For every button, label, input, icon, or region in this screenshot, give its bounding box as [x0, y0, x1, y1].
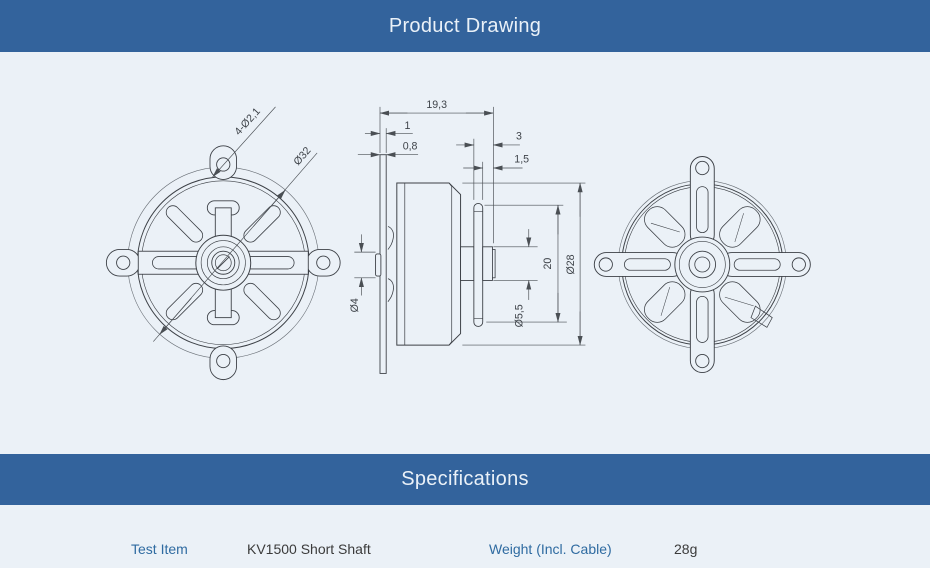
leader-arrow — [253, 189, 286, 227]
shaft-slash — [216, 256, 230, 270]
shaft-bore — [694, 256, 711, 273]
bell-slot — [243, 205, 281, 243]
specifications-banner: Specifications — [0, 454, 930, 505]
bell-cutout — [719, 281, 761, 323]
technical-drawing: Ø32 4-Ø2,1 — [105, 99, 811, 381]
spoke-edge — [724, 296, 754, 307]
leader-arrow — [159, 297, 192, 335]
hub-ring — [200, 240, 246, 286]
mount-hole — [791, 257, 806, 272]
dim-mount-holes: 4-Ø2,1 — [232, 106, 263, 138]
dim-hub-diameter: Ø5,5 — [514, 304, 526, 327]
shaft-boss — [375, 253, 382, 277]
header-banner: Product Drawing — [0, 0, 930, 52]
spec-label-weight: Weight (Incl. Cable) — [489, 541, 612, 557]
hub-outer — [674, 236, 731, 293]
hub-ring — [206, 246, 240, 280]
spoke-edge — [650, 222, 680, 233]
arm-profile — [387, 278, 394, 302]
dim-bell-diameter: Ø28 — [565, 254, 577, 274]
hub-ring — [678, 241, 726, 288]
prop-mount-bar — [473, 202, 484, 327]
mount-hole — [116, 255, 131, 270]
spec-value-weight: 28g — [674, 541, 698, 557]
bell-cutout — [719, 206, 761, 248]
arm-slot — [696, 186, 709, 234]
front-view: Ø32 4-Ø2,1 — [105, 106, 341, 381]
page-title: Product Drawing — [388, 14, 542, 37]
prop-hub-step — [492, 249, 496, 279]
arm-slot — [623, 258, 671, 271]
specifications-title: Specifications — [401, 468, 529, 490]
mount-hole — [598, 257, 613, 272]
arm-slot — [696, 295, 709, 343]
mount-hole — [695, 160, 710, 176]
shaft-bore — [214, 254, 232, 272]
bell-slot — [165, 205, 204, 243]
bell-chamfer — [448, 182, 453, 187]
bearing-bore — [688, 250, 717, 279]
side-view: 19,3 1 0,8 3 1,5 Ø4 20 — [349, 99, 586, 374]
arm-slot — [733, 258, 781, 271]
dim-mount-span: 20 — [542, 258, 554, 270]
bearing-bore — [211, 250, 236, 275]
spoke-edge — [734, 213, 744, 243]
spoke-tab — [750, 305, 773, 328]
rear-view — [593, 156, 811, 374]
bell-cutout — [644, 206, 686, 248]
dim-plate-thickness: 0,8 — [403, 140, 418, 152]
dim-hub-step: 1,5 — [514, 154, 529, 166]
bell-slot — [243, 282, 281, 321]
leader-arrow — [212, 106, 276, 178]
mount-hole — [695, 353, 710, 369]
bell-cutout — [644, 281, 686, 323]
bearing-boss — [460, 246, 475, 281]
prop-hub — [482, 246, 493, 281]
mount-hole — [216, 353, 231, 369]
spoke-edge — [660, 286, 671, 316]
dim-collar-thickness: 1 — [404, 120, 410, 132]
mount-hole — [316, 255, 331, 270]
dim-bolt-circle-diameter: Ø32 — [291, 145, 313, 168]
arm-profile — [387, 226, 394, 250]
bell-chamfer — [448, 341, 453, 346]
bell-body — [396, 182, 462, 346]
bell-slot — [165, 282, 204, 321]
dim-total-length: 19,3 — [426, 99, 447, 111]
dim-shaft-extension: 3 — [516, 131, 522, 143]
dim-shaft-boss-diameter: Ø4 — [349, 298, 361, 312]
spec-value-test-item: KV1500 Short Shaft — [247, 541, 371, 557]
spec-label-test-item: Test Item — [131, 541, 188, 557]
